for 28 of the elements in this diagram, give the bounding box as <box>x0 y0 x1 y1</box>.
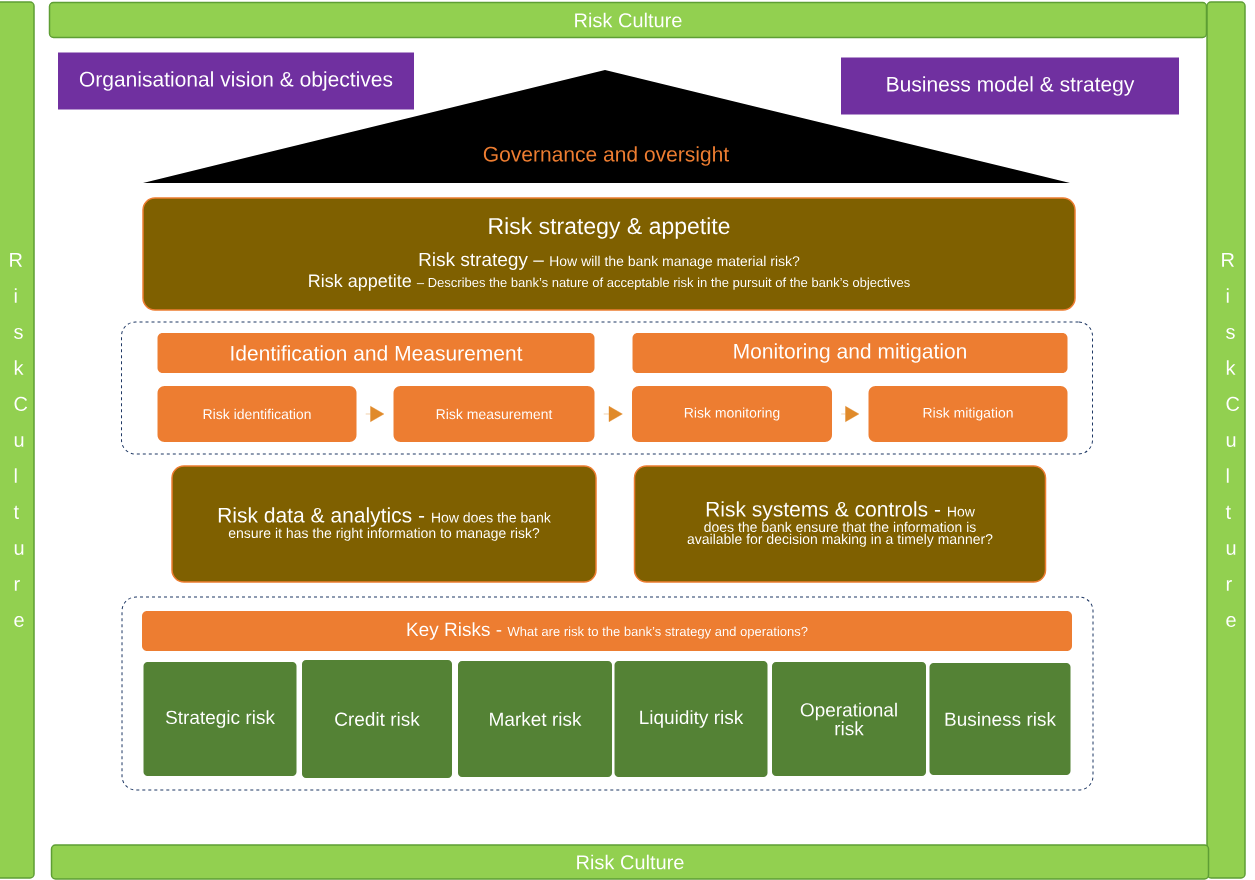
risk-box: Operational risk <box>772 662 926 776</box>
label-box: Business model & strategy <box>841 57 1179 115</box>
section-header: Monitoring and mitigation <box>632 333 1068 373</box>
node-label: Liquidity risk <box>640 710 744 728</box>
arrow <box>841 406 860 422</box>
info-panel: Risk systems & controls - How does the bank ensure that the information is available for decision making in a timely manner? <box>633 465 1047 583</box>
risk-culture-band: Risk Culture <box>50 844 1210 880</box>
risk-box: Liquidity risk <box>614 661 768 777</box>
section-header: Identification and Measurement <box>157 333 595 373</box>
arrow <box>603 406 623 422</box>
process-box: Risk identification <box>157 386 357 442</box>
risk-box: Business risk <box>929 663 1071 775</box>
arrow <box>365 406 385 422</box>
process-box: Risk monitoring <box>632 386 832 442</box>
risk-box: Credit risk <box>302 660 452 778</box>
section-header: Key Risks - What are risk to the bank’s strategy and operations? <box>142 611 1072 651</box>
risk-culture-band: Risk Culture <box>48 1 1208 39</box>
risk-box: Strategic risk <box>143 662 297 776</box>
process-box: Risk mitigation <box>868 386 1068 442</box>
strategy-panel: Risk strategy & appetite Risk strategy – How will the bank manage material risk? Risk appetite – Describes the bank’s nature of acceptable risk in the pursuit of the bank’s objectives <box>142 197 1076 311</box>
dashed-frame <box>121 596 1094 791</box>
risk-box: Market risk <box>458 661 612 777</box>
info-panel: Risk data & analytics - How does the bank ensure it has the right information to manage risk? <box>171 465 597 583</box>
risk-culture-band: Risk Culture <box>1206 1 1246 879</box>
label-box: Organisational vision & objectives <box>58 52 414 110</box>
process-box: Risk measurement <box>393 386 595 442</box>
dashed-frame <box>121 321 1093 455</box>
risk-culture-band: Risk Culture <box>0 1 35 879</box>
